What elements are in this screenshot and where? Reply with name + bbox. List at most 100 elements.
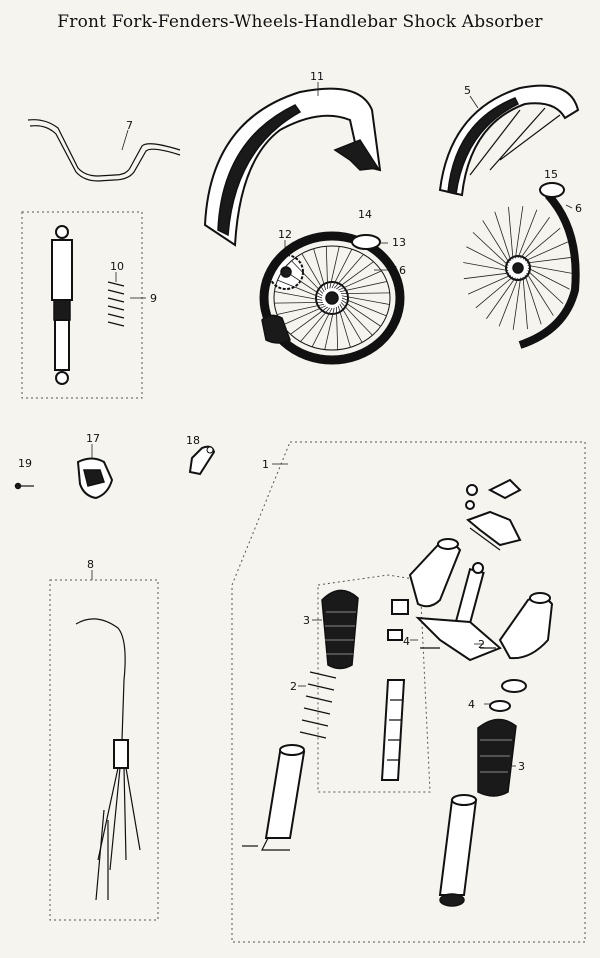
rear-wheel bbox=[259, 231, 405, 365]
cable-assembly bbox=[75, 570, 141, 901]
wheel-spoke bbox=[338, 270, 382, 291]
under-bracket bbox=[415, 616, 502, 662]
wheel-spoke bbox=[463, 262, 509, 271]
wheel-spoke bbox=[512, 277, 521, 330]
fork-inner-group-box bbox=[317, 574, 431, 793]
callout-3-left: 3 bbox=[303, 614, 310, 627]
wheel-spoke bbox=[301, 253, 325, 292]
wheel-spoke bbox=[313, 248, 327, 291]
wheel-spoke bbox=[520, 217, 550, 259]
fork-upper-cover-left bbox=[408, 538, 462, 608]
handlebar bbox=[27, 119, 181, 182]
callout-9: 9 bbox=[150, 292, 157, 305]
front-fender bbox=[438, 84, 580, 197]
callout-10: 10 bbox=[110, 260, 124, 273]
wheel-spoke bbox=[515, 206, 524, 259]
fork-boot-left bbox=[321, 589, 359, 670]
callout-2-left: 2 bbox=[290, 680, 297, 693]
wheel-spoke bbox=[341, 292, 390, 295]
callout-18: 18 bbox=[186, 434, 200, 447]
callout-12: 12 bbox=[278, 228, 292, 241]
shock-spring bbox=[107, 272, 125, 327]
front-wheel bbox=[463, 182, 580, 349]
fork-bottom-case-right bbox=[438, 794, 478, 907]
wheel-spoke bbox=[311, 307, 333, 348]
wheel-spoke bbox=[276, 303, 325, 315]
wheel-spoke bbox=[340, 302, 373, 336]
wheel-spoke bbox=[324, 307, 335, 350]
callout-2-right: 2 bbox=[478, 638, 485, 651]
bolt bbox=[14, 482, 34, 490]
callout-6: 6 bbox=[575, 202, 582, 215]
wheel-spoke bbox=[325, 246, 329, 290]
callout-17: 17 bbox=[86, 432, 100, 445]
wheel-spoke bbox=[329, 246, 340, 289]
callout-1: 1 bbox=[262, 458, 269, 471]
wheel-spoke bbox=[466, 246, 509, 269]
wheel-spoke bbox=[277, 279, 323, 299]
callout-4-right: 4 bbox=[468, 698, 475, 711]
wheel-spoke bbox=[527, 265, 573, 274]
wheel-spoke bbox=[526, 272, 554, 316]
wheel-spoke bbox=[498, 277, 519, 327]
wheel-spoke bbox=[300, 307, 331, 342]
shock-absorber bbox=[51, 225, 73, 385]
front-fork-group-box bbox=[231, 441, 586, 943]
wheel-spoke bbox=[274, 291, 323, 301]
wheel-spoke bbox=[339, 281, 388, 293]
wheel-spoke bbox=[527, 270, 564, 304]
callout-11: 11 bbox=[310, 70, 324, 83]
wheel-spoke bbox=[341, 299, 381, 327]
wheel-spoke bbox=[522, 276, 528, 330]
callout-7: 7 bbox=[126, 119, 133, 132]
fork-spring-left bbox=[299, 671, 337, 739]
wheel-spoke bbox=[282, 305, 326, 326]
wheel-spoke bbox=[524, 274, 542, 325]
clip bbox=[188, 445, 216, 476]
wheel-spoke bbox=[526, 256, 573, 264]
wheel-spoke bbox=[341, 297, 387, 317]
cable-group-box bbox=[49, 579, 159, 921]
wheel-spoke bbox=[291, 260, 324, 294]
wheel-spoke bbox=[508, 206, 514, 260]
wheel-spoke bbox=[475, 276, 514, 309]
wheel-spoke bbox=[494, 211, 512, 262]
bracket bbox=[76, 444, 114, 500]
wheel-spoke bbox=[467, 274, 512, 295]
wheel-spoke bbox=[486, 277, 516, 319]
callout-13: 13 bbox=[392, 236, 406, 249]
fork-bottom-case-left bbox=[242, 744, 306, 851]
callout-19: 19 bbox=[18, 457, 32, 470]
callout-5: 5 bbox=[464, 84, 471, 97]
callout-15: 15 bbox=[544, 168, 558, 181]
wheel-spoke bbox=[331, 248, 353, 289]
wheel-spoke bbox=[463, 272, 510, 280]
wheel-spoke bbox=[274, 301, 323, 304]
wheel-spoke bbox=[335, 306, 339, 350]
fork-top-bridge bbox=[465, 478, 522, 551]
wheel-spoke bbox=[482, 220, 510, 264]
wheel-spoke bbox=[336, 261, 374, 290]
wheel-spoke bbox=[341, 295, 390, 305]
fork-upper-cover-right bbox=[498, 592, 554, 660]
wheel-spoke bbox=[337, 305, 351, 348]
callout-4-left: 4 bbox=[403, 635, 410, 648]
callout-3-right: 3 bbox=[518, 760, 525, 773]
diagram-title: Front Fork-Fenders-Wheels-Handlebar Shoc… bbox=[57, 12, 543, 32]
callout-8: 8 bbox=[87, 558, 94, 571]
wheel-spoke bbox=[339, 304, 363, 343]
wheel-spoke bbox=[522, 227, 561, 260]
steering-stem bbox=[453, 562, 485, 631]
wheel-spoke bbox=[524, 241, 569, 262]
wheel-spoke bbox=[517, 209, 538, 259]
callout-16: 16 bbox=[392, 264, 406, 277]
wheel-spoke bbox=[472, 232, 509, 266]
fork-boot-right bbox=[477, 679, 527, 797]
shock-absorber-group-box bbox=[21, 211, 143, 399]
wheel-spoke bbox=[283, 269, 323, 297]
wheel-spoke bbox=[333, 254, 364, 289]
wheel-spoke bbox=[527, 267, 570, 290]
damper-rod bbox=[380, 599, 409, 781]
wheel-spoke bbox=[290, 306, 328, 335]
